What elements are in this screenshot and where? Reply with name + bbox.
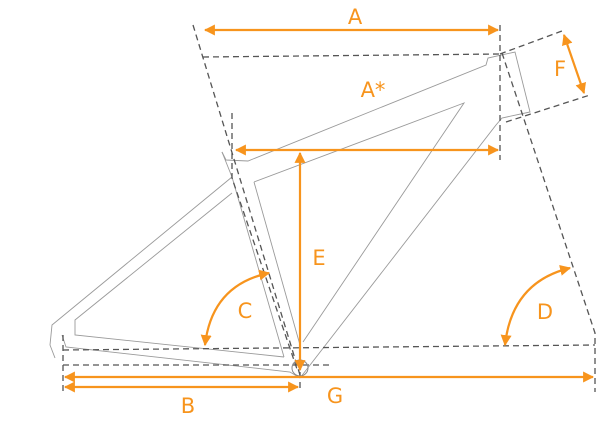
top-tube <box>221 51 531 379</box>
fork-axis <box>501 52 596 392</box>
label-G: G <box>327 384 343 408</box>
dimension-F-arrow <box>562 33 586 95</box>
seat-stay <box>49 176 285 359</box>
seat-tube-parallel <box>231 113 299 373</box>
chain-stay <box>61 334 301 379</box>
bike-frame <box>49 51 531 379</box>
label-F: F <box>554 57 566 81</box>
dimension-D-arc <box>500 264 572 347</box>
label-D: D <box>537 300 553 324</box>
label-C: C <box>238 299 253 323</box>
label-A-star: A* <box>361 78 386 102</box>
stack-top-line <box>202 53 501 58</box>
dimensions <box>63 24 595 393</box>
label-A: A <box>348 5 363 29</box>
construction-lines <box>62 24 596 392</box>
label-B: B <box>181 394 195 418</box>
head-tube-box <box>499 30 591 123</box>
front-triangle-inner <box>253 102 466 343</box>
dimension-C-arc <box>200 269 271 347</box>
bb-horizontal <box>62 344 596 351</box>
seat-tube-axis <box>192 24 301 376</box>
label-E: E <box>312 246 325 270</box>
